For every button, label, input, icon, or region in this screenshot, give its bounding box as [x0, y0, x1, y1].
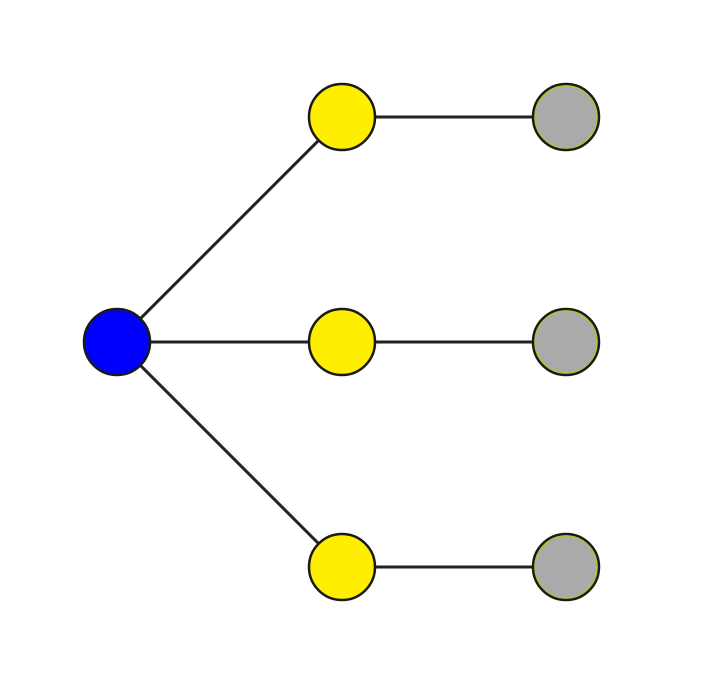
node-inner-ring	[534, 310, 598, 374]
nodes-layer	[82, 82, 601, 602]
node-leaf-center	[531, 307, 601, 377]
node-inner-ring	[534, 535, 598, 599]
node-leaf-top	[531, 82, 601, 152]
node-mid-top	[307, 82, 377, 152]
edge-root-to-mid-bottom	[115, 340, 344, 569]
node-circle	[307, 307, 377, 377]
node-circle	[531, 307, 601, 377]
node-root	[82, 307, 152, 377]
edges-layer	[115, 115, 566, 569]
node-circle	[531, 82, 601, 152]
edge-root-to-mid-top	[115, 115, 344, 344]
node-circle	[307, 82, 377, 152]
node-mid-center	[307, 307, 377, 377]
node-leaf-bottom	[531, 532, 601, 602]
node-inner-ring	[534, 85, 598, 149]
node-circle	[82, 307, 152, 377]
node-circle	[307, 532, 377, 602]
node-circle	[531, 532, 601, 602]
node-mid-bottom	[307, 532, 377, 602]
